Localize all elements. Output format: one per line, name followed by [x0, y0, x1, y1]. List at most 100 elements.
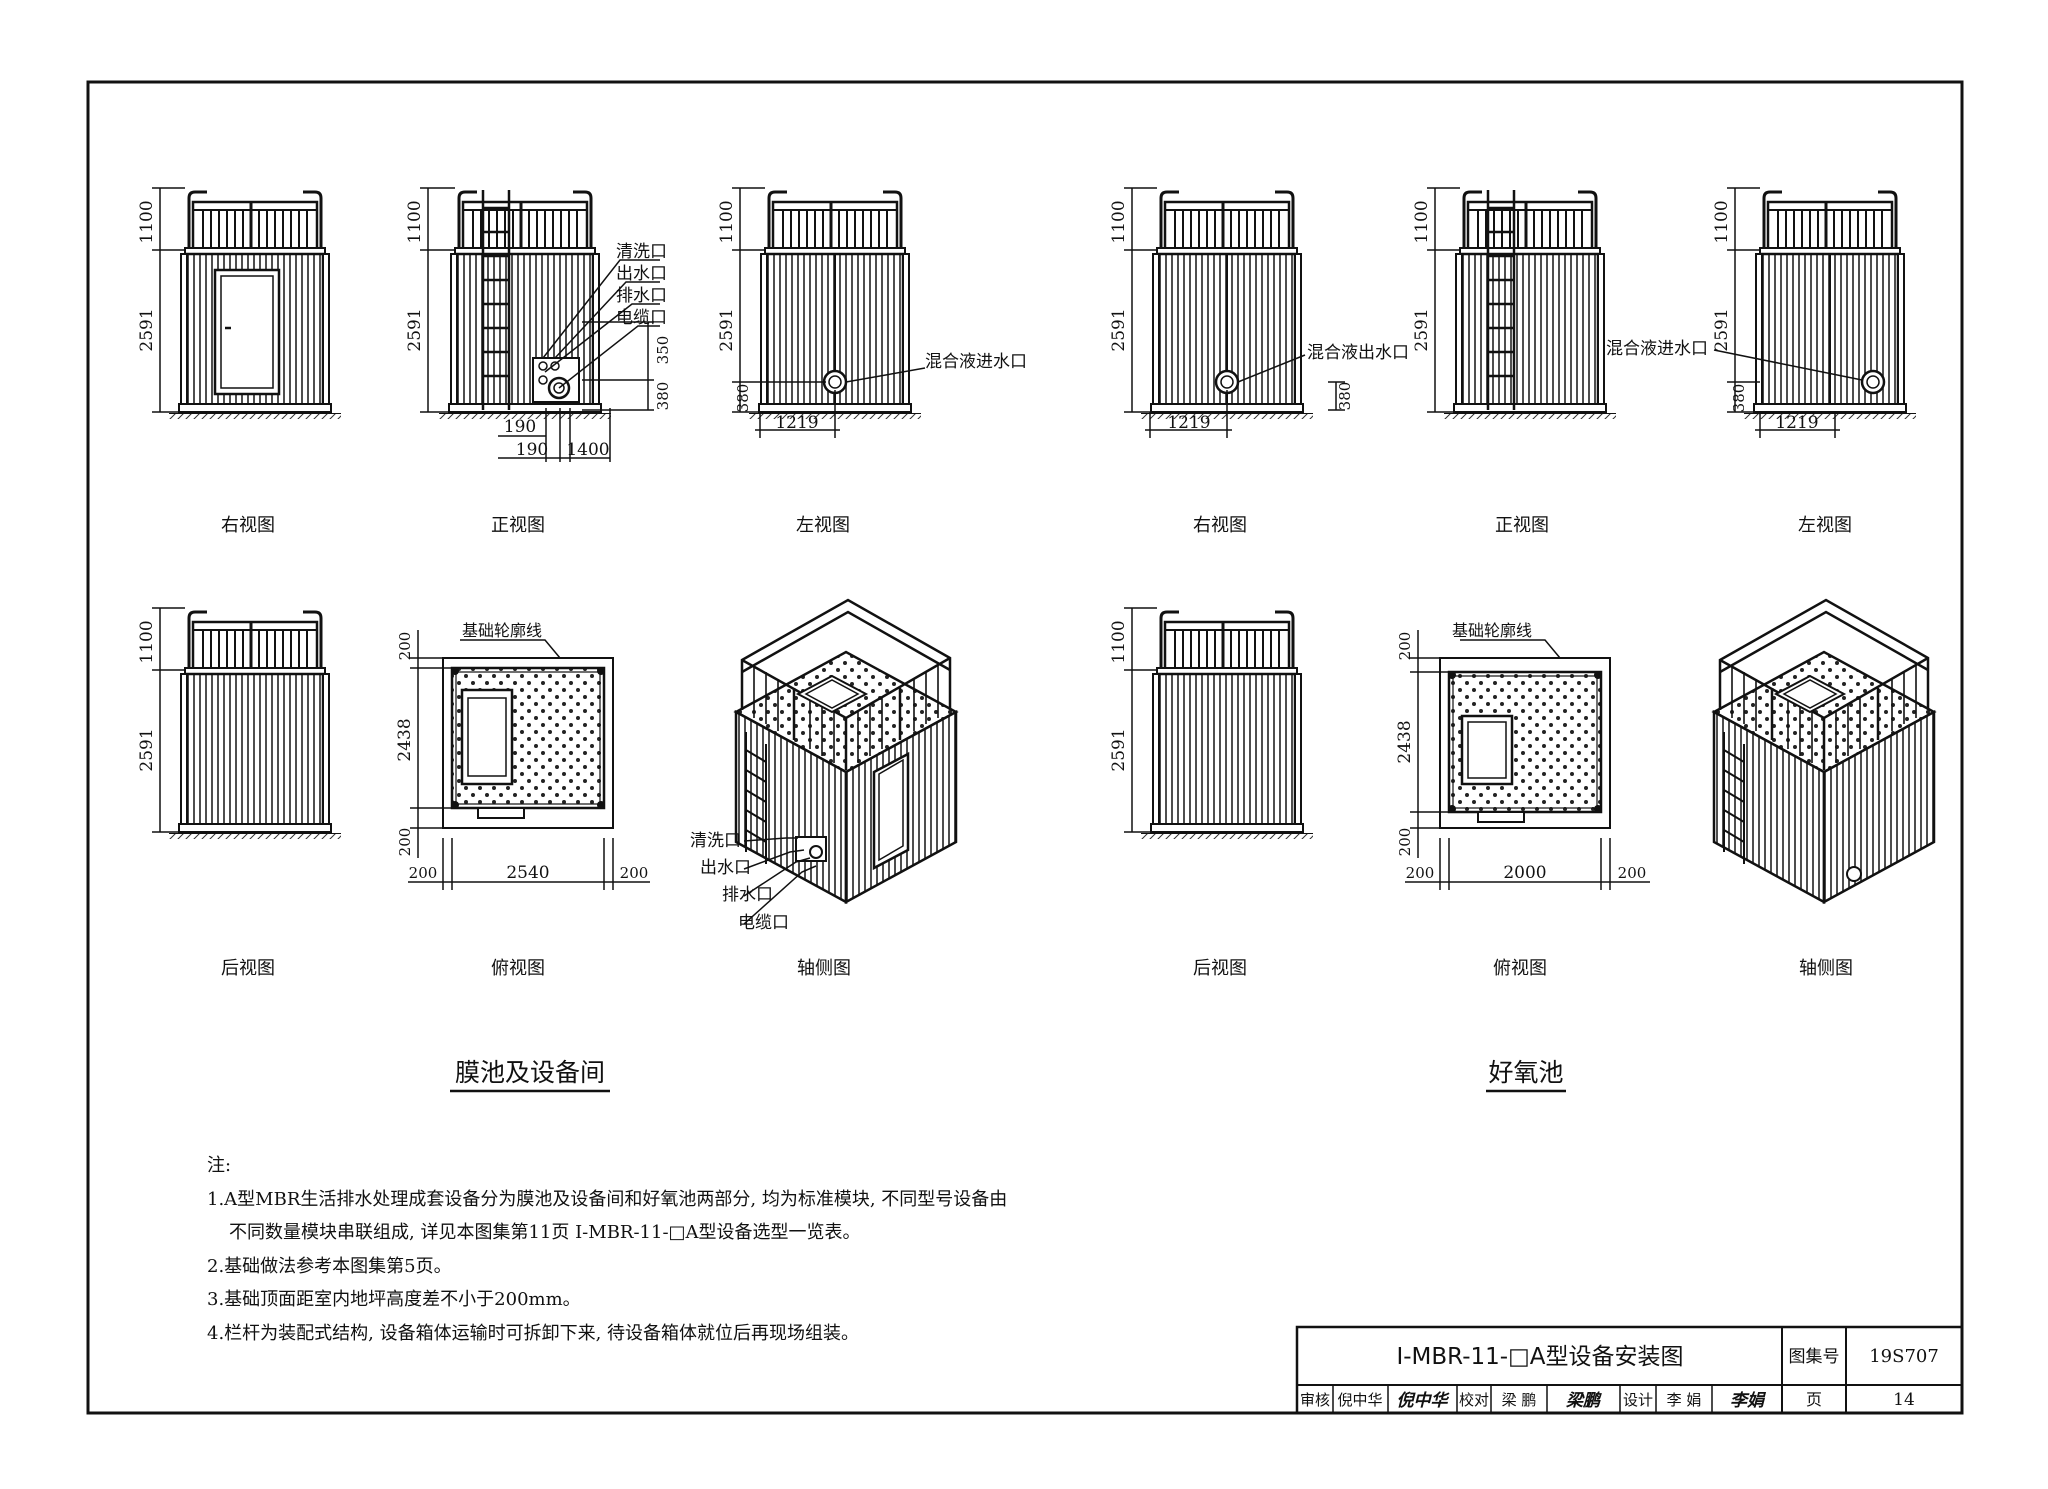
a-left-dim-2591: 2591: [717, 308, 737, 351]
a-axo-clean-label: 清洗口: [690, 831, 741, 851]
b-rear-dim-2591: 2591: [1109, 728, 1129, 771]
b-top-dim-2000: 2000: [1503, 863, 1546, 883]
b-front-dim-1100: 1100: [1412, 200, 1432, 243]
a-axo-cable-label: 电缆口: [738, 913, 789, 933]
b-front-dim-2591: 2591: [1412, 308, 1432, 351]
b-top-dim-2438: 2438: [1395, 720, 1415, 763]
a-left-view-label: 左视图: [796, 515, 850, 536]
b-rear-view-label: 后视图: [1193, 958, 1247, 979]
a-rear-dims: [152, 607, 185, 833]
b-right-dims: [1124, 187, 1345, 438]
review-label: 审核: [1300, 1391, 1330, 1409]
a-right-dim-2591: 2591: [137, 308, 157, 351]
a-top-view: [442, 657, 614, 829]
b-left-view: [1742, 190, 1918, 421]
note-3: 3.基础顶面距室内地坪高度差不小于200mm。: [207, 1289, 581, 1310]
reviewer-name: 倪中华: [1337, 1391, 1382, 1409]
b-top-view: [1439, 657, 1611, 829]
b-top-dim-200-top: 200: [1396, 632, 1414, 661]
notes-heading: 注:: [207, 1155, 231, 1176]
a-port-clean-label: 清洗口: [616, 242, 667, 262]
b-left-dim-1100: 1100: [1712, 200, 1732, 243]
b-left-dim-380: 380: [1730, 384, 1748, 413]
atlas-label: 图集号: [1789, 1347, 1840, 1367]
page-number: 14: [1893, 1390, 1915, 1410]
b-right-dim-1219: 1219: [1167, 413, 1210, 433]
b-top-dim-200-bottom: 200: [1396, 828, 1414, 857]
a-right-view: [167, 190, 343, 421]
a-front-dim-1100: 1100: [405, 200, 425, 243]
b-axo-view: [1712, 598, 1936, 904]
b-front-view: [1442, 190, 1618, 421]
checker-name: 梁 鹏: [1502, 1391, 1537, 1409]
a-rear-view-label: 后视图: [221, 958, 275, 979]
a-top-view-label: 俯视图: [491, 958, 545, 979]
a-axo-outlet-label: 出水口: [700, 858, 751, 878]
note-1-line-1: 1.A型MBR生活排水处理成套设备分为膜池及设备间和好氧池两部分, 均为标准模块…: [207, 1189, 1007, 1210]
title-block: [1295, 1325, 1964, 1415]
a-left-dim-380: 380: [734, 384, 752, 413]
b-left-dims: [1713, 187, 1863, 438]
atlas-number: 19S707: [1869, 1346, 1939, 1367]
b-mixed-in-label: 混合液进水口: [1606, 339, 1708, 359]
reviewer-signature: 倪中华: [1397, 1391, 1451, 1411]
a-port-outlet-label: 出水口: [616, 264, 667, 284]
b-rear-dims: [1124, 607, 1157, 833]
a-top-dim-200-bottom: 200: [396, 828, 414, 857]
a-top-dim-200-right: 200: [620, 864, 649, 882]
a-axo-view-label: 轴侧图: [797, 958, 851, 979]
b-axo-view-label: 轴侧图: [1799, 958, 1853, 979]
a-top-dim-2540: 2540: [506, 863, 549, 883]
b-right-view-label: 右视图: [1193, 515, 1247, 536]
a-top-dim-200-left: 200: [409, 864, 438, 882]
a-right-view-label: 右视图: [221, 515, 275, 536]
b-left-view-label: 左视图: [1798, 515, 1852, 536]
page-label: 页: [1806, 1390, 1822, 1409]
a-rear-dim-2591: 2591: [137, 728, 157, 771]
a-front-view-label: 正视图: [491, 515, 545, 536]
a-axo-drain-label: 排水口: [722, 885, 773, 905]
b-right-dim-380: 380: [1336, 382, 1354, 411]
b-foundation-label: 基础轮廓线: [1452, 621, 1532, 640]
a-front-dim-2591: 2591: [405, 308, 425, 351]
a-port-cable-label: 电缆口: [616, 308, 667, 328]
a-foundation-label: 基础轮廓线: [462, 621, 542, 640]
b-left-dim-2591: 2591: [1712, 308, 1732, 351]
sheet-border: [86, 80, 1964, 1415]
a-axo-view: [734, 598, 958, 904]
b-top-dims: [1405, 630, 1650, 890]
b-right-dim-2591: 2591: [1109, 308, 1129, 351]
a-front-dim-350: 350: [654, 336, 672, 365]
design-label: 设计: [1623, 1391, 1653, 1409]
b-section-title: 好氧池: [1488, 1058, 1563, 1087]
b-front-view-label: 正视图: [1495, 515, 1549, 536]
a-left-dim-1100: 1100: [717, 200, 737, 243]
b-right-view: [1139, 190, 1315, 421]
a-section-title: 膜池及设备间: [455, 1058, 605, 1087]
a-front-dim-190b: 190: [516, 440, 548, 460]
a-left-mixed-in-label: 混合液进水口: [925, 352, 1027, 372]
note-4: 4.栏杆为装配式结构, 设备箱体运输时可拆卸下来, 待设备箱体就位后再现场组装。: [207, 1323, 859, 1344]
designer-signature: 李娟: [1730, 1391, 1767, 1411]
check-label: 校对: [1459, 1391, 1489, 1409]
a-front-dim-1400: 1400: [566, 440, 609, 460]
a-left-view: [747, 190, 923, 421]
a-front-view: [437, 190, 613, 421]
b-top-dim-200-right: 200: [1618, 864, 1647, 882]
a-top-dim-200-top: 200: [396, 632, 414, 661]
note-1-line-2: 不同数量模块串联组成, 详见本图集第11页 Ⅰ-MBR-11-□A型设备选型一览…: [229, 1222, 861, 1243]
b-front-dims: [1427, 187, 1460, 413]
b-left-dim-1219: 1219: [1775, 413, 1818, 433]
b-mixed-out-label: 混合液出水口: [1307, 343, 1409, 363]
a-front-dim-190a: 190: [504, 417, 536, 437]
b-right-dim-1100: 1100: [1109, 200, 1129, 243]
a-top-dim-2438: 2438: [395, 718, 415, 761]
a-right-dims: [152, 187, 185, 413]
a-rear-dim-1100: 1100: [137, 620, 157, 663]
designer-name: 李 娟: [1667, 1391, 1702, 1409]
a-axo-leaders: [743, 837, 817, 925]
a-port-drain-label: 排水口: [616, 286, 667, 306]
a-front-dims: [420, 187, 660, 462]
drawing-title: Ⅰ-MBR-11-□A型设备安装图: [1396, 1344, 1683, 1370]
